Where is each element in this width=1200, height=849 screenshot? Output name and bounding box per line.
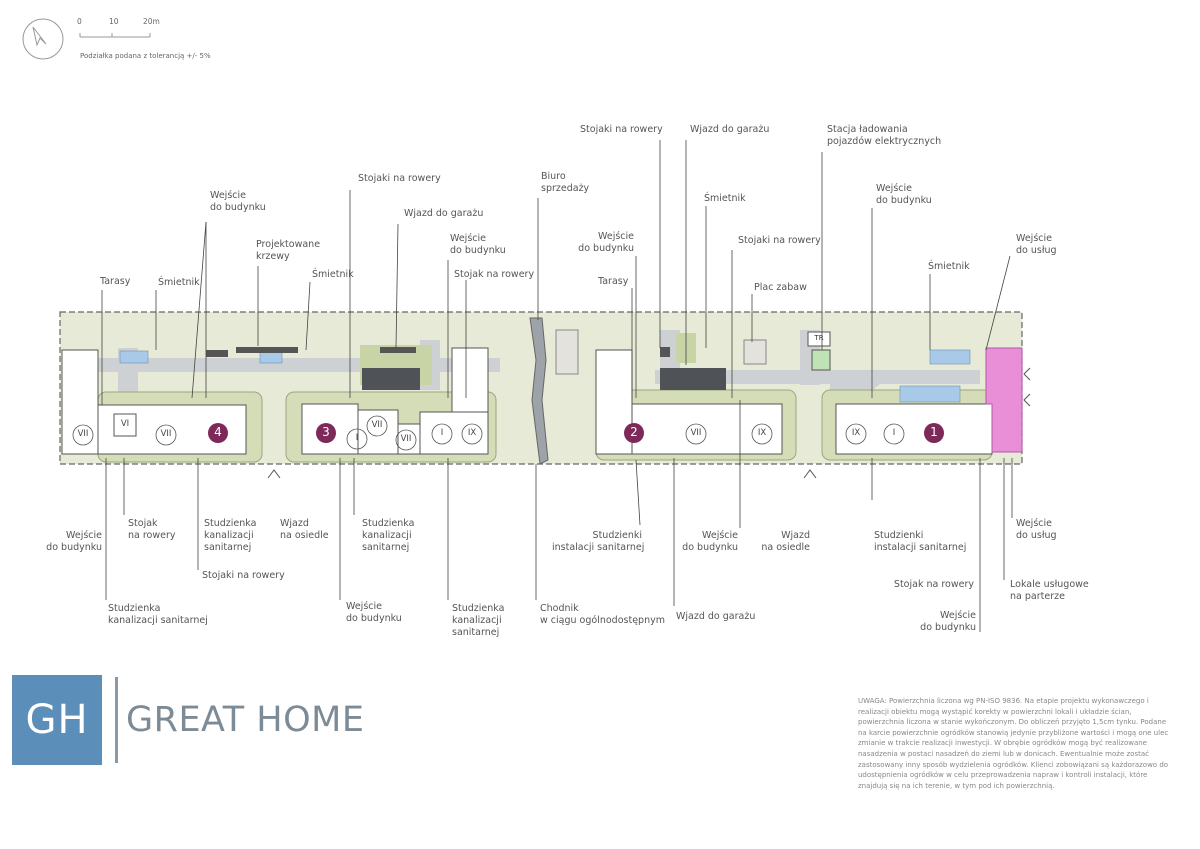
label-wejscie-uslug-1: Wejście do usług	[1016, 233, 1057, 256]
floors-b1-2: I	[892, 428, 896, 438]
label-stojak-2: Stojak na rowery	[128, 518, 176, 541]
label-wejscie-4: Wejście do budynku	[876, 183, 932, 206]
label-wejscie-5: Wejście do budynku	[46, 530, 102, 553]
floors-b4-2: VI	[120, 419, 130, 429]
bins-1	[119, 350, 149, 364]
floors-b3-3: VII	[400, 434, 412, 444]
scale-tick-20: 20m	[143, 17, 160, 26]
label-smietnik-1: Śmietnik	[158, 277, 200, 288]
service-entrance-arrow-1	[1023, 367, 1031, 381]
label-stojak-3: Stojak na rowery	[893, 579, 974, 590]
floors-b2-1: VII	[690, 428, 702, 438]
sales-office	[555, 329, 579, 375]
label-studzienka-1: Studzienka kanalizacji sanitarnej	[204, 518, 257, 553]
building-number-3: 3	[322, 425, 330, 439]
label-stacja: Stacja ładowania pojazdów elektrycznych	[827, 124, 942, 147]
floors-b3-1: I	[355, 433, 359, 443]
label-biuro: Biuro sprzedaży	[541, 171, 590, 194]
building-number-4: 4	[214, 425, 222, 439]
service-entrance-arrow-2	[1023, 393, 1031, 407]
scale-tick-10: 10	[109, 17, 119, 26]
scale-bar	[22, 18, 151, 60]
label-wjazd-garaz-3: Wjazd do garażu	[676, 611, 756, 622]
building-3	[301, 347, 489, 455]
label-studzienka-2: Studzienka kanalizacji sanitarnej	[362, 518, 415, 553]
label-krzewy: Projektowane krzewy	[256, 239, 321, 262]
bins-3	[899, 385, 961, 403]
bins-4	[929, 349, 971, 365]
label-stojak-1: Stojak na rowery	[454, 269, 535, 280]
label-chodnik: Chodnik w ciągu ogólnodostępnym	[540, 603, 665, 626]
label-smietnik-4: Śmietnik	[928, 261, 970, 272]
logo-initials: GH	[25, 697, 89, 743]
public-sidewalk	[529, 317, 549, 465]
logo-divider	[115, 677, 118, 763]
bike-stand-1	[206, 350, 228, 357]
label-lokale: Lokale usługowe na parterze	[1010, 579, 1089, 602]
label-stojaki-2: Stojaki na rowery	[580, 124, 663, 135]
building-number-2: 2	[630, 425, 638, 439]
building-badge-3	[316, 423, 336, 443]
transformer-label: TR	[814, 334, 824, 342]
label-wjazd-osiedle-1: Wjazd na osiedle	[280, 518, 329, 541]
leader-lines	[101, 140, 1013, 632]
label-stojaki-1: Stojaki na rowery	[358, 173, 441, 184]
label-wejscie-1: Wejście do budynku	[210, 190, 266, 213]
disclaimer-note: UWAGA: Powierzchnia liczona wg PN-ISO 98…	[858, 697, 1169, 790]
label-stojaki-3: Stojaki na rowery	[738, 235, 821, 246]
playground	[743, 339, 767, 365]
label-wjazd-garaz-1: Wjazd do garażu	[404, 208, 484, 219]
label-wjazd-osiedle-2: Wjazd na osiedle	[761, 530, 810, 553]
logo-mark: GH	[12, 675, 102, 765]
floors-b3-4: I	[440, 428, 444, 438]
label-tarasy-2: Tarasy	[598, 276, 629, 287]
bike-stand-4	[660, 347, 670, 357]
label-wejscie-8: Wejście do budynku	[920, 610, 976, 633]
label-stojaki-4: Stojaki na rowery	[202, 570, 285, 581]
label-wejscie-6: Wejście do budynku	[346, 601, 402, 624]
label-wejscie-2: Wejście do budynku	[450, 233, 506, 256]
label-studzienki-1: Studzienki instalacji sanitarnej	[552, 530, 645, 553]
label-wejscie-uslug-2: Wejście do usług	[1016, 518, 1057, 541]
floor-markers	[72, 415, 905, 451]
scale-caption: Podziałka podana z tolerancją +/- 5%	[80, 52, 211, 60]
compass-icon	[22, 18, 64, 60]
floors-b1-1: IX	[851, 428, 861, 438]
floors-b3-2: VII	[371, 420, 383, 430]
label-smietnik-2: Śmietnik	[312, 269, 354, 280]
garage-entrance-2	[660, 368, 726, 390]
label-wejscie-3: Wejście do budynku	[578, 231, 634, 254]
floors-b2-2: IX	[757, 428, 767, 438]
site-entrance-arrow-2	[803, 469, 817, 479]
label-studzienki-2: Studzienki instalacji sanitarnej	[874, 530, 967, 553]
garage-entrance-1	[362, 368, 420, 390]
site-entrance-arrow-1	[267, 469, 281, 479]
building-badge-2	[624, 423, 644, 443]
building-badge-1	[924, 423, 944, 443]
floors-b4-3: VII	[160, 429, 172, 439]
building-4	[61, 349, 247, 455]
label-studzienka-4: Studzienka kanalizacji sanitarnej	[452, 603, 505, 638]
building-badge-4	[208, 423, 228, 443]
label-wejscie-7: Wejście do budynku	[682, 530, 738, 553]
service-units	[985, 347, 1023, 453]
logo-name: GREAT HOME	[126, 700, 365, 740]
transformer-icon	[807, 331, 831, 347]
ev-station-icon	[811, 349, 831, 371]
label-plac-zabaw: Plac zabaw	[754, 282, 807, 293]
label-smietnik-3: Śmietnik	[704, 193, 746, 204]
floors-b3-5: IX	[467, 428, 477, 438]
building-1	[835, 403, 993, 455]
bike-stand-2	[236, 347, 298, 353]
building-number-1: 1	[930, 425, 938, 439]
scale-tick-0: 0	[77, 17, 82, 26]
label-tarasy-1: Tarasy	[100, 276, 131, 287]
label-wjazd-garaz-2: Wjazd do garażu	[690, 124, 770, 135]
floors-b4-1: VII	[77, 429, 89, 439]
bike-stand-3	[380, 347, 416, 353]
label-studzienka-3: Studzienka kanalizacji sanitarnej	[108, 603, 208, 626]
